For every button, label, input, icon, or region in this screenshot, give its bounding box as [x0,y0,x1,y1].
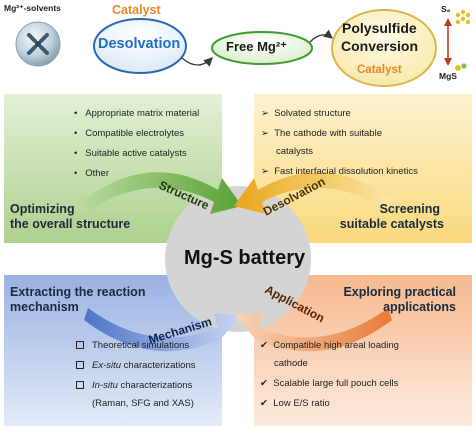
panel-top-left-item: • Compatible electrolytes [74,128,184,139]
s8-molecule-icon [455,9,471,25]
panel-bottom-left-title-1: Extracting the reaction [10,285,146,299]
panel-bottom-left-title-2: mechanism [10,300,79,314]
desolvation-arrow-shape [234,172,392,214]
mg-solvents-label: Mg²⁺-solvents [4,3,61,13]
arrow-to-polysulfide [309,29,334,43]
checkmark-icon: ✔ [260,398,268,409]
mgs-molecule-icon [455,63,467,71]
panel-bottom-right-title-2: applications [383,300,456,314]
polysulfide-label: Polysulfide [342,20,417,36]
checkmark-icon: ✔ [260,340,268,351]
free-mg-ellipse [211,31,313,65]
checkbox-icon [76,341,84,350]
free-mg-label: Free Mg²⁺ [226,39,288,54]
quadrant-backgrounds: Structure Desolvation Mechanism Applicat… [4,94,472,426]
panel-top-right-item: catalysts [276,146,313,157]
panel-top-right-item: ➢ The cathode with suitable [261,128,382,139]
panel-top-right-title-2: suitable catalysts [339,217,444,231]
catalyst-left-label: Catalyst [112,3,161,17]
panel-top-left-item: • Suitable active catalysts [74,148,187,159]
mg-solvent-sphere-icon [15,21,61,67]
checkbox-icon [76,381,84,390]
desolvation-label: Desolvation [98,36,181,52]
conversion-label: Conversion [341,38,419,54]
panel-top-left-title-1: Optimizing [10,202,75,216]
desolvation-ellipse [93,18,187,74]
panel-top-left-item: • Appropriate matrix material [74,108,200,119]
center-title: Mg-S battery [184,247,306,269]
mechanism-arrow-shape [84,308,242,352]
center-circle [165,186,311,332]
panel-bottom-right-item: cathode [274,358,308,369]
panel-bottom-left-item: (Raman, SFG and XAS) [92,398,194,409]
panel-top-right-item: ➢ Fast interfacial dissolution kinetics [261,166,418,177]
checkbox-icon [76,361,84,370]
panel-bottom-right-item: ✔ Scalable large full pouch cells [260,378,399,389]
s8-mgs-double-arrow-icon [444,18,452,66]
reaction-scheme: Mg²⁺-solvents Catalyst Desolvation Free … [0,0,476,92]
panel-top-right-item: ➢ Solvated structure [261,108,351,119]
panel-bottom-right-item: ✔ Low E/S ratio [260,398,330,409]
panel-bottom-right-title-1: Exploring practical [343,285,456,299]
polysulfide-ellipse [331,9,437,87]
s8-label: S₈ [441,4,451,14]
catalyst-right-label: Catalyst [357,64,402,76]
checkmark-icon: ✔ [260,378,268,389]
panel-top-left-item: • Other [74,168,110,179]
panel-bottom-left-item: Theoretical simulations [76,340,189,351]
structure-arrow-shape [84,172,242,214]
application-arrow-shape [234,308,392,352]
panel-top-left-title-2: the overall structure [10,217,131,231]
mgs-label: MgS [439,71,457,81]
panel-bottom-right-item: ✔ Compatible high areal loading [260,340,399,351]
panel-bottom-left-item: Ex-situ characterizations [76,360,196,371]
panel-bottom-left-item: In-situ characterizations [76,380,192,391]
arrow-to-free-mg [181,57,213,67]
panel-top-right-title-1: Screening [379,202,440,216]
